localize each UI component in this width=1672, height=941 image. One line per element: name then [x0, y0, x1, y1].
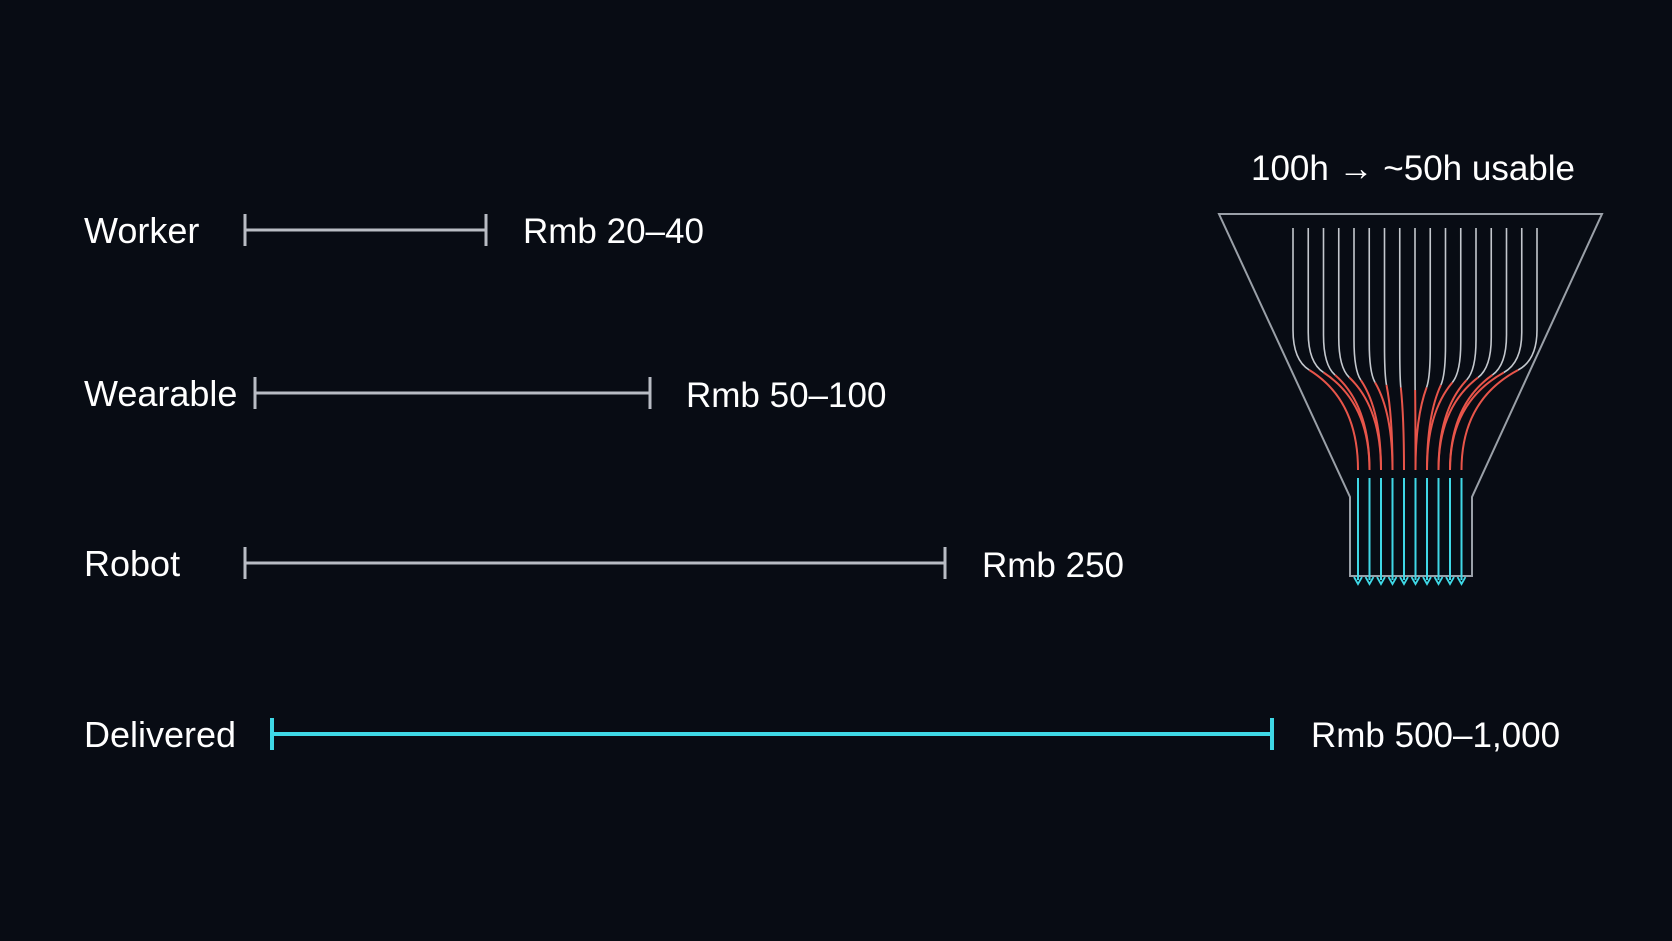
row-worker: Worker Rmb 20–40: [84, 210, 704, 251]
row-value-wearable: Rmb 50–100: [686, 376, 886, 415]
row-wearable: Wearable Rmb 50–100: [84, 373, 886, 415]
funnel-filtered-line: [1460, 369, 1519, 471]
funnel-input-line: [1337, 228, 1350, 379]
funnel-filtered-line: [1426, 381, 1454, 471]
funnel-output-arrowhead: [1433, 576, 1444, 586]
row-label-robot: Robot: [84, 543, 180, 584]
funnel-input-line: [1292, 228, 1310, 371]
funnel-output-arrowhead: [1456, 576, 1467, 586]
funnel-filtered-line: [1385, 384, 1394, 471]
funnel-output-arrowhead: [1445, 576, 1455, 586]
funnel-filtered-line: [1449, 374, 1493, 471]
funnel-input-line: [1383, 228, 1388, 386]
funnel-input-line: [1477, 228, 1493, 379]
funnel-filtered-line: [1308, 369, 1359, 471]
row-label-wearable: Wearable: [84, 373, 237, 414]
funnel-filtered-lines: [1308, 369, 1519, 471]
row-delivered: Delivered Rmb 500–1,000: [84, 714, 1560, 755]
funnel-filtered-line: [1359, 379, 1382, 471]
row-value-delivered: Rmb 500–1,000: [1311, 716, 1560, 755]
row-label-worker: Worker: [84, 210, 199, 251]
funnel-input-line: [1353, 228, 1362, 381]
funnel-input-lines: [1292, 228, 1538, 391]
funnel-title: 100h → ~50h usable: [1251, 149, 1575, 188]
funnel-output-arrowhead: [1376, 576, 1386, 586]
funnel-input-line: [1398, 228, 1402, 388]
funnel-input-line: [1491, 228, 1508, 376]
funnel-input-line: [1425, 228, 1432, 388]
row-robot: Robot Rmb 250: [84, 543, 1124, 585]
funnel-filtered-line: [1334, 374, 1371, 471]
row-label-delivered: Delivered: [84, 714, 236, 755]
row-value-worker: Rmb 20–40: [523, 212, 704, 251]
funnel-filtered-line: [1449, 371, 1505, 471]
funnel-output-arrowhead: [1364, 576, 1375, 586]
funnel-output-arrowhead: [1399, 576, 1409, 586]
funnel-input-line: [1322, 228, 1336, 376]
row-value-robot: Rmb 250: [982, 546, 1124, 585]
funnel-output-arrowhead: [1387, 576, 1398, 586]
funnel-output-arrowhead: [1422, 576, 1432, 586]
funnel-input-line: [1517, 228, 1538, 371]
funnel: 100h → ~50h usable: [1217, 149, 1604, 586]
funnel-outline: [1217, 213, 1604, 577]
funnel-input-line: [1466, 228, 1477, 381]
funnel-input-line: [1440, 228, 1447, 386]
funnel-input-line: [1307, 228, 1325, 374]
funnel-output-arrowhead: [1353, 576, 1363, 586]
funnel-output-lines: [1353, 478, 1467, 586]
funnel-input-line: [1451, 228, 1462, 384]
funnel-filtered-line: [1399, 387, 1405, 471]
funnel-output-arrowhead: [1410, 576, 1421, 586]
funnel-filtered-line: [1437, 376, 1479, 471]
funnel-input-line: [1503, 228, 1523, 374]
funnel-input-line: [1368, 228, 1376, 383]
funnel-filtered-line: [1414, 387, 1428, 471]
